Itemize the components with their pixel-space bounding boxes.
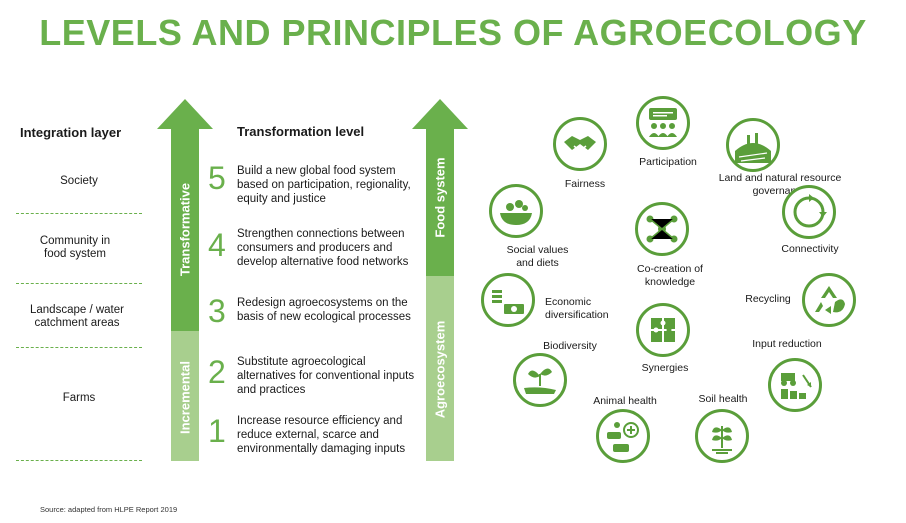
layer-society: Society [60, 175, 98, 187]
animal-health-icon [596, 409, 650, 463]
participation-icon [636, 96, 690, 150]
level-text-2: Substitute agroecological alternatives f… [237, 356, 415, 396]
level-text-5: Build a new global food system based on … [237, 165, 411, 205]
page-title: LEVELS AND PRINCIPLES OF AGROECOLOGY [39, 12, 867, 53]
label-social-values: Social values and diets [506, 244, 569, 269]
arrow-right-base [426, 276, 454, 461]
label-recycling: Recycling [745, 293, 791, 305]
co-creation-icon [635, 202, 689, 256]
synergies-icon [636, 303, 690, 357]
label-connectivity: Connectivity [781, 243, 839, 255]
social-values-icon [489, 184, 543, 238]
layer-landscape: Landscape / water catchment areas [30, 304, 124, 329]
biodiversity-icon [513, 353, 567, 407]
level-number-4: 4 [208, 227, 226, 263]
arrow-right-head [412, 99, 468, 276]
transformation-arrow-left [157, 99, 213, 461]
label-synergies: Synergies [641, 362, 689, 374]
source-note: Source: adapted from HLPE Report 2019 [40, 505, 178, 514]
level-text-3: Redesign agroecosystems on the basis of … [237, 297, 411, 323]
level-number-3: 3 [208, 293, 226, 329]
integration-layer-header: Integration layer [20, 125, 122, 140]
level-number-1: 1 [208, 413, 226, 449]
input-reduction-icon [768, 358, 822, 412]
label-economic-diversification: Economic diversification [545, 296, 609, 321]
label-fairness: Fairness [564, 178, 606, 190]
level-number-2: 2 [208, 354, 226, 390]
arrow-left-base [171, 331, 199, 461]
label-co-creation: Co-creation of knowledge [637, 263, 703, 288]
recycling-icon [802, 273, 856, 327]
arrow-label-food-system: Food system [432, 157, 448, 238]
label-input-reduction: Input reduction [752, 338, 822, 350]
arrow-label-transformative: Transformative [177, 182, 193, 277]
level-text-1: Increase resource efficiency and reduce … [237, 415, 406, 455]
arrow-left-head [157, 99, 213, 331]
level-text-4: Strengthen connections between consumers… [237, 228, 409, 268]
label-animal-health: Animal health [593, 395, 657, 407]
layer-divider [16, 213, 142, 214]
fairness-icon [553, 117, 607, 171]
soil-health-icon [695, 409, 749, 463]
connectivity-icon [782, 185, 836, 239]
label-soil-health: Soil health [698, 393, 748, 405]
label-participation: Participation [639, 156, 697, 168]
layer-divider [16, 283, 142, 284]
level-number-5: 5 [208, 160, 226, 196]
transformation-arrow-right [412, 99, 468, 461]
land-governance-icon [726, 118, 780, 172]
arrow-label-agroecosystem: Agroecosystem [432, 320, 448, 419]
arrow-label-incremental: Incremental [177, 361, 193, 434]
layer-farms: Farms [62, 392, 96, 404]
layer-community: Community in food system [39, 235, 111, 260]
label-biodiversity: Biodiversity [543, 340, 597, 352]
economic-diversification-icon [481, 273, 535, 327]
layer-divider [16, 460, 142, 461]
layer-divider [16, 347, 142, 348]
transformation-level-header: Transformation level [237, 124, 365, 139]
